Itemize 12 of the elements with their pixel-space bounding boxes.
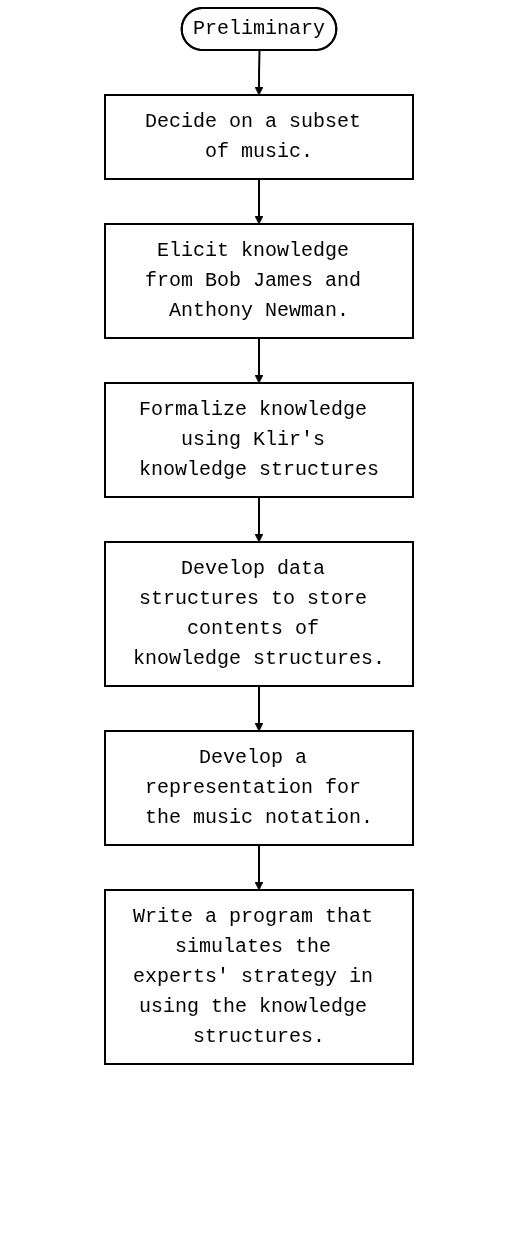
node-box: Develop data structures to store contents of knowledge structures.	[103, 541, 414, 687]
arrow	[254, 49, 263, 96]
arrow	[254, 844, 263, 891]
arrow	[254, 496, 263, 543]
node-box: Elicit knowledge from Bob James and Anthony Newman.	[103, 223, 414, 339]
node-box: Decide on a subset of music.	[103, 94, 414, 180]
arrow	[254, 685, 263, 732]
arrow	[254, 178, 263, 225]
arrow	[254, 337, 263, 384]
node-box: Write a program that simulates the experts' strategy in using the knowledge structures.	[103, 889, 414, 1065]
node-box: Formalize knowledge using Klir's knowledge structures	[103, 382, 414, 498]
node-box: Develop a representation for the music notation.	[103, 730, 414, 846]
